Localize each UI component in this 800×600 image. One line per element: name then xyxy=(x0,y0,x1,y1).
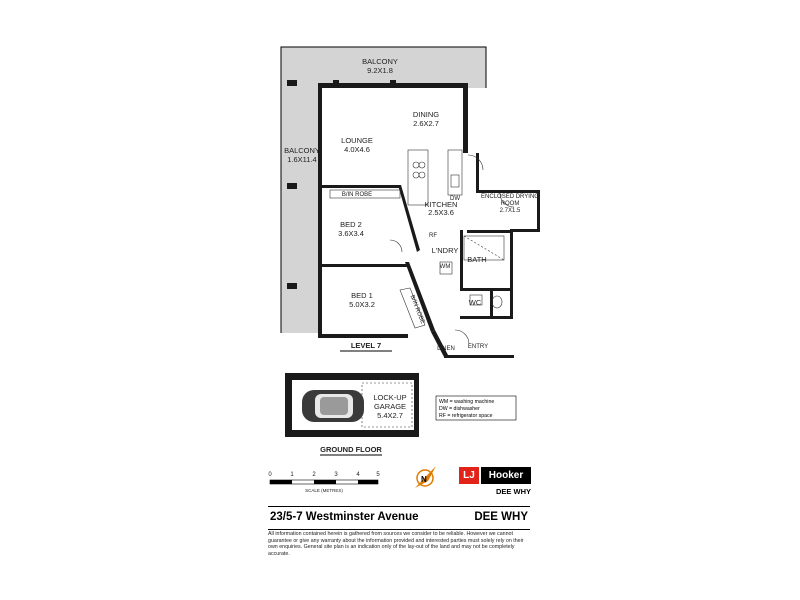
office-name: DEE WHY xyxy=(495,487,531,496)
garage-label-2: GARAGE xyxy=(374,402,406,411)
scale-tick-3: 3 xyxy=(334,472,338,478)
balcony-top-label: BALCONY xyxy=(362,57,398,66)
kitchen-label: KITCHEN xyxy=(425,200,458,209)
balcony-outline xyxy=(280,46,487,333)
room-labels: BALCONY 9.2X1.8 BALCONY 1.6X11.4 LOUNGE … xyxy=(284,57,539,309)
wc-label: WC xyxy=(469,298,482,307)
property-address: 23/5-7 Westminster Avenue xyxy=(270,511,419,523)
car-icon xyxy=(302,390,364,422)
kitchen-counters xyxy=(407,149,463,206)
level-label: LEVEL 7 xyxy=(351,341,381,350)
svg-text:N: N xyxy=(421,475,427,484)
drying-dims: 2.7X1.5 xyxy=(500,208,521,214)
disclaimer-text: All information contained herein is gath… xyxy=(268,531,524,557)
agency-logo: LJ Hooker DEE WHY xyxy=(459,467,531,499)
balcony-top-dims: 9.2X1.8 xyxy=(367,66,393,75)
balcony-top-area xyxy=(281,47,486,333)
bed1-label: BED 1 xyxy=(351,291,373,300)
scale-tick-4: 4 xyxy=(356,472,360,478)
scale-tick-5: 5 xyxy=(376,472,380,478)
balcony-left-dims: 1.6X11.4 xyxy=(287,155,316,164)
bed1-dims: 5.0X3.2 xyxy=(349,300,375,309)
garage-label-1: LOCK-UP xyxy=(373,393,406,402)
linen-label: LINEN xyxy=(437,346,455,352)
scale-caption: SCALE (METRES) xyxy=(305,488,343,493)
dw-label: DW xyxy=(450,196,460,202)
legend-wm: WM = washing machine xyxy=(439,399,494,405)
scale-tick-1: 1 xyxy=(290,472,294,478)
wet-area-fixtures xyxy=(439,235,505,309)
dining-dims: 2.6X2.7 xyxy=(413,119,439,128)
garage-dims: 5.4X2.7 xyxy=(377,411,403,420)
rf-label: RF xyxy=(429,233,437,239)
lounge-dims: 4.0X4.6 xyxy=(344,145,370,154)
laundry-label: L'NDRY xyxy=(432,246,459,255)
robe-bed2 xyxy=(329,189,401,199)
address-bar: 23/5-7 Westminster Avenue DEE WHY xyxy=(268,506,530,530)
logo-initials: LJ xyxy=(459,467,479,484)
kitchen-dims: 2.5X3.6 xyxy=(428,208,454,217)
legend: WM = washing machine DW = dishwasher RF … xyxy=(435,395,517,421)
bath-label: BATH xyxy=(467,255,486,264)
doors xyxy=(389,154,515,345)
robe1-label: B/IN ROBE xyxy=(342,192,372,198)
robe-bed1 xyxy=(399,287,426,329)
legend-dw: DW = dishwasher xyxy=(439,406,480,412)
ground-floor-label: GROUND FLOOR xyxy=(320,445,382,454)
legend-rf: RF = refrigerator space xyxy=(439,413,493,419)
entry-label: ENTRY xyxy=(468,344,488,350)
lounge-label: LOUNGE xyxy=(341,136,373,145)
drying-label-1: ENCLOSED DRYING xyxy=(481,194,539,200)
wm-label: WM xyxy=(440,264,451,270)
scale-tick-0: 0 xyxy=(268,472,272,478)
dining-label: DINING xyxy=(413,110,439,119)
bed2-label: BED 2 xyxy=(340,220,362,229)
balcony-left-label: BALCONY xyxy=(284,146,320,155)
columns xyxy=(287,80,396,289)
north-compass-icon: N xyxy=(415,466,436,488)
drying-label-2: ROOM xyxy=(501,201,520,207)
bed2-dims: 3.6X3.4 xyxy=(338,229,364,238)
scale-bar: 0 1 2 3 4 5 SCALE (METRES) xyxy=(268,472,380,493)
property-suburb: DEE WHY xyxy=(474,511,528,523)
logo-name: Hooker xyxy=(481,467,531,484)
scale-tick-2: 2 xyxy=(312,472,316,478)
